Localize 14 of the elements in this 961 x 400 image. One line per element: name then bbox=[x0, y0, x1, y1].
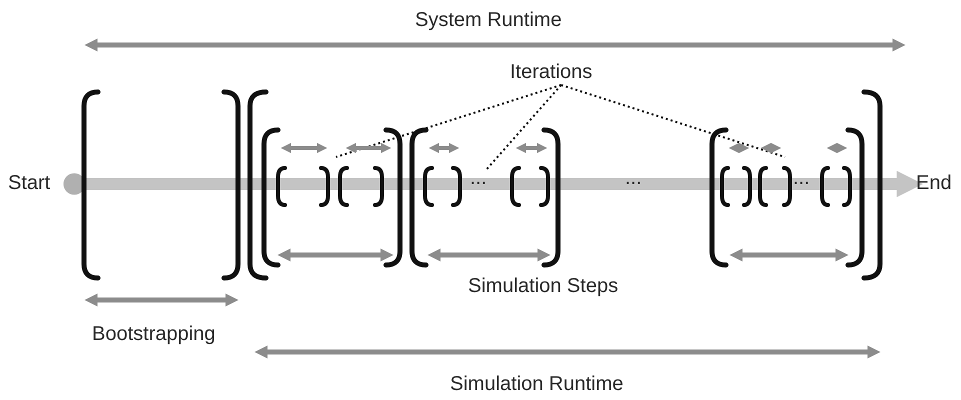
axis-label: Bootstrapping bbox=[92, 322, 216, 346]
leader-line bbox=[560, 84, 786, 158]
axis-label: Simulation Steps bbox=[468, 274, 618, 298]
ellipsis: ... bbox=[625, 166, 642, 190]
title-label: System Runtime bbox=[415, 8, 562, 32]
timeline-arrow bbox=[63, 170, 924, 198]
start-label: Start bbox=[8, 171, 50, 195]
leader-line bbox=[336, 84, 562, 158]
iterations-label: Iterations bbox=[510, 60, 592, 84]
end-label: End bbox=[916, 171, 952, 195]
ellipsis: ... bbox=[793, 166, 810, 190]
leader-line bbox=[485, 84, 562, 171]
axis-label: Simulation Runtime bbox=[450, 372, 624, 396]
ellipsis: ... bbox=[470, 166, 487, 190]
